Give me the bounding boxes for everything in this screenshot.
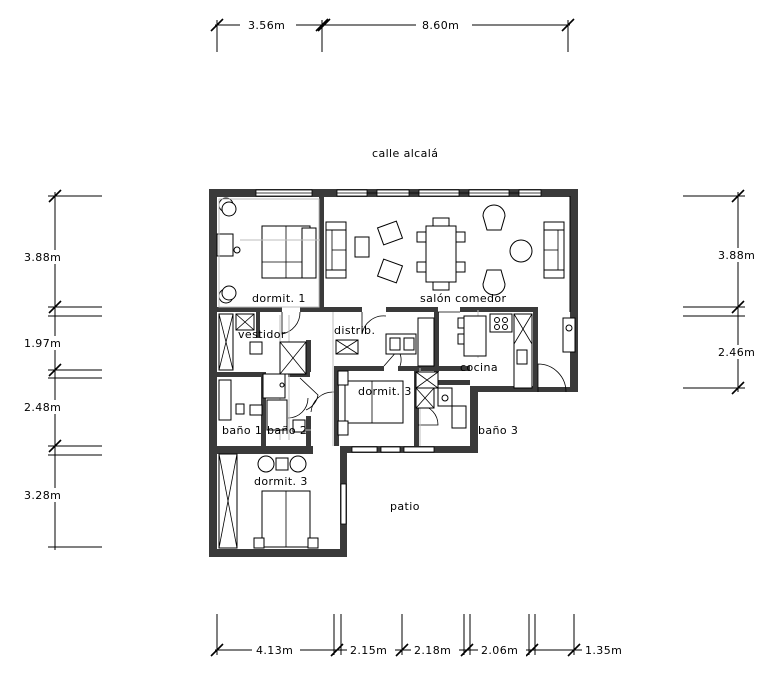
dim-bottom-3: 2.18m: [414, 644, 451, 657]
dimension-left: 3.88m 1.97m 2.48m 3.28m: [20, 189, 102, 550]
label-bano-2: baño 2: [267, 424, 307, 437]
top-windows: [255, 189, 542, 197]
label-dormit-1: dormit. 1: [252, 292, 306, 305]
dim-top-1: 3.56m: [248, 19, 285, 32]
dormit-3-center-furniture: [337, 370, 404, 436]
salon-furniture: [325, 204, 565, 296]
label-dormit-3-center: dormit. 3: [358, 385, 412, 398]
dim-bottom-5: 1.35m: [585, 644, 622, 657]
street-label: calle alcalá: [372, 147, 438, 160]
label-patio: patio: [390, 500, 420, 513]
label-bano-1: baño 1: [222, 424, 262, 437]
dim-left-1: 3.88m: [24, 251, 61, 264]
dim-bottom-1: 4.13m: [256, 644, 293, 657]
dim-left-2: 1.97m: [24, 337, 61, 350]
label-dormit-3-bottom: dormit. 3: [254, 475, 308, 488]
bath-fixtures: [218, 317, 467, 433]
vestidor-furniture: [218, 313, 263, 371]
dim-bottom-2: 2.15m: [350, 644, 387, 657]
dormit-3-bottom-furniture: [218, 453, 319, 549]
interior-walls: [217, 197, 538, 454]
dim-left-3: 2.48m: [24, 401, 61, 414]
label-bano-3: baño 3: [478, 424, 518, 437]
dim-right-2: 2.46m: [718, 346, 755, 359]
patio-windows: [340, 446, 435, 525]
dim-left-4: 3.28m: [24, 489, 61, 502]
cocina-furniture: [457, 196, 576, 389]
dim-bottom-4: 2.06m: [481, 644, 518, 657]
dimension-right: 3.88m 2.46m: [683, 189, 768, 395]
label-vestidor: vestidor: [238, 328, 286, 341]
dimension-bottom: 4.13m 2.15m 2.18m 2.06m 1.35m: [210, 614, 630, 657]
label-distrib: distrib.: [334, 324, 375, 337]
dim-right-1: 3.88m: [718, 249, 755, 262]
dim-top-2: 8.60m: [422, 19, 459, 32]
dimension-top: 3.56m 8.60m: [210, 18, 575, 52]
dormit-1-furniture: [216, 197, 320, 308]
label-cocina: cocina: [460, 361, 498, 374]
label-salon-comedor: salón comedor: [420, 292, 506, 305]
